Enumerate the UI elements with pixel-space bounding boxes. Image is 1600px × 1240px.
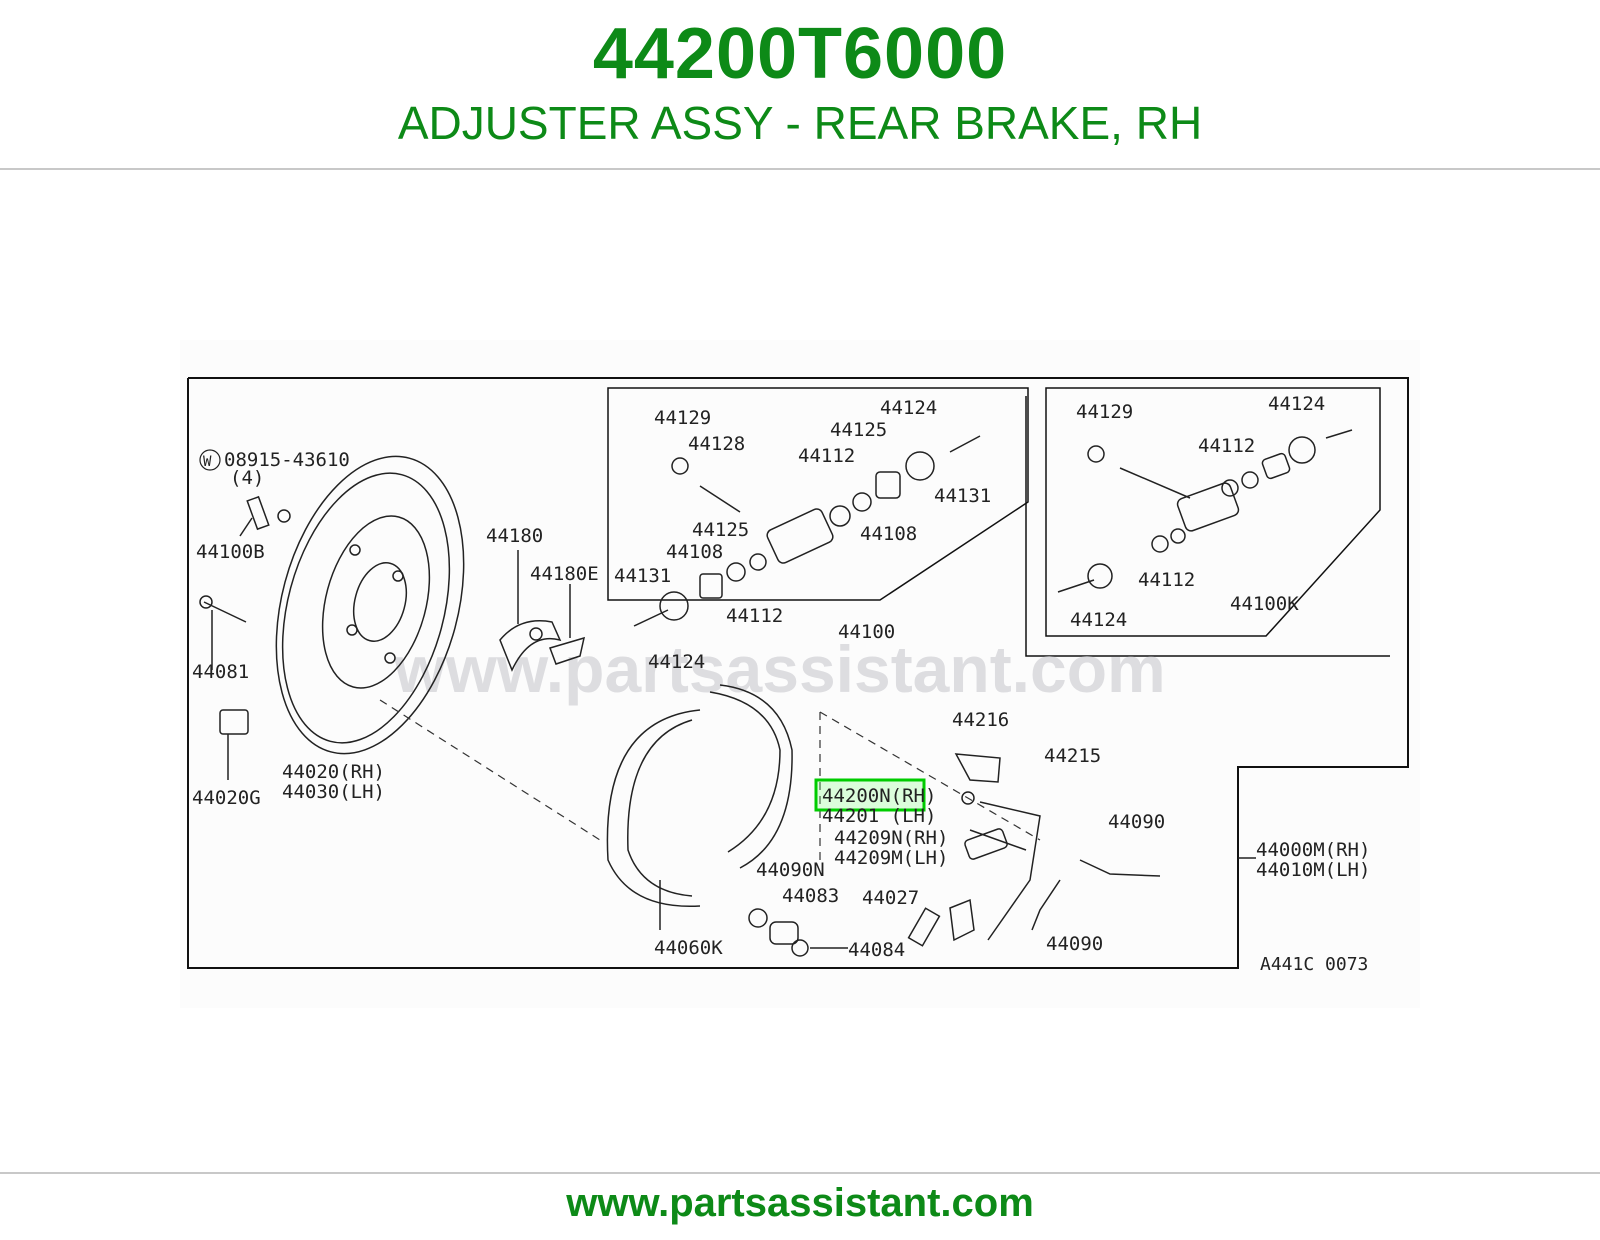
callout-44215: 44215: [1044, 745, 1101, 767]
assembly-leader-lines: [379, 699, 1041, 860]
callout-44084: 44084: [848, 939, 905, 961]
callout-k-44129: 44129: [1076, 401, 1133, 423]
callout-44090n: 44090N: [756, 859, 825, 881]
bolt-44081-drawing: [199, 595, 247, 670]
bolt-44100b-drawing: [239, 495, 291, 537]
callout-44180: 44180: [486, 525, 543, 547]
parts-diagram-svg: www.partsassistant.com: [187, 377, 1409, 975]
drawing-code: A441C 0073: [1260, 954, 1368, 975]
callout-44131-a: 44131: [934, 485, 991, 507]
callout-44081: 44081: [192, 661, 249, 683]
callout-44209n-rh: 44209N(RH): [834, 827, 948, 849]
inset-box-wheel-cylinder: [607, 387, 1029, 601]
diagram-frame: [187, 377, 1409, 969]
callout-44030-lh: 44030(LH): [282, 781, 385, 803]
callout-44124-a: 44124: [880, 397, 937, 419]
callout-w-symbol: W: [203, 454, 212, 470]
footer-divider: [0, 1172, 1600, 1174]
callout-44060k: 44060K: [654, 937, 723, 959]
part-description: ADJUSTER ASSY - REAR BRAKE, RH: [397, 97, 1203, 149]
clip-44020g-drawing: [219, 709, 249, 780]
callout-44112-a: 44112: [798, 445, 855, 467]
callout-44010m-lh: 44010M(LH): [1256, 859, 1370, 881]
callout-44020-rh: 44020(RH): [282, 761, 385, 783]
backing-plate-drawing: [275, 455, 465, 755]
callout-44124-b: 44124: [648, 651, 705, 673]
callout-labels: W 08915-43610 (4) 44100B 44081 44020G 44…: [192, 393, 1370, 975]
callout-44083: 44083: [782, 885, 839, 907]
callout-44027: 44027: [862, 887, 919, 909]
wheel-cylinder-k-drawing: [1057, 429, 1353, 593]
parts-diagram: www.partsassistant.com: [180, 340, 1420, 1008]
callout-44100: 44100: [838, 621, 895, 643]
part-number-title: 44200T6000: [592, 14, 1008, 94]
lever-44180-drawing: [499, 550, 586, 672]
callout-08915-qty: (4): [230, 467, 264, 489]
inset-box-wheel-cylinder-k: [1045, 387, 1381, 637]
adjuster-cable-drawing: [748, 753, 1256, 957]
callout-44200n-rh: 44200N(RH): [822, 785, 936, 807]
callout-44201-lh: 44201 (LH): [822, 805, 936, 827]
callout-44108-b: 44108: [666, 541, 723, 563]
callout-44000m-rh: 44000M(RH): [1256, 839, 1370, 861]
callout-k-44124-b: 44124: [1070, 609, 1127, 631]
callout-44108-a: 44108: [860, 523, 917, 545]
callout-44020g: 44020G: [192, 787, 261, 809]
wheel-cylinder-drawing: [633, 435, 981, 627]
callout-44125-a: 44125: [830, 419, 887, 441]
callout-44131-b: 44131: [614, 565, 671, 587]
brake-shoe-drawing: [606, 684, 793, 930]
watermark-text: www.partsassistant.com: [393, 632, 1165, 706]
callout-k-44124-a: 44124: [1268, 393, 1325, 415]
w-symbol-circle: [199, 449, 221, 471]
header-divider: [0, 168, 1600, 170]
callout-44090-b: 44090: [1046, 933, 1103, 955]
highlighted-part-box: [814, 778, 926, 812]
callout-44100k: 44100K: [1230, 593, 1299, 615]
callout-44209m-lh: 44209M(LH): [834, 847, 948, 869]
callout-44180e: 44180E: [530, 563, 599, 585]
inset-leader-bracket: [1025, 396, 1390, 657]
callout-44112-b: 44112: [726, 605, 783, 627]
callout-44100b: 44100B: [196, 541, 265, 563]
callout-k-44112-b: 44112: [1138, 569, 1195, 591]
footer-website-link[interactable]: www.partsassistant.com: [566, 1181, 1034, 1225]
callout-44216: 44216: [952, 709, 1009, 731]
callout-44125-b: 44125: [692, 519, 749, 541]
page-header: 44200T6000 ADJUSTER ASSY - REAR BRAKE, R…: [0, 0, 1600, 168]
callout-k-44112-a: 44112: [1198, 435, 1255, 457]
callout-44128: 44128: [688, 433, 745, 455]
callout-08915-43610: 08915-43610: [224, 449, 350, 471]
callout-44090-a: 44090: [1108, 811, 1165, 833]
callout-44129-a: 44129: [654, 407, 711, 429]
